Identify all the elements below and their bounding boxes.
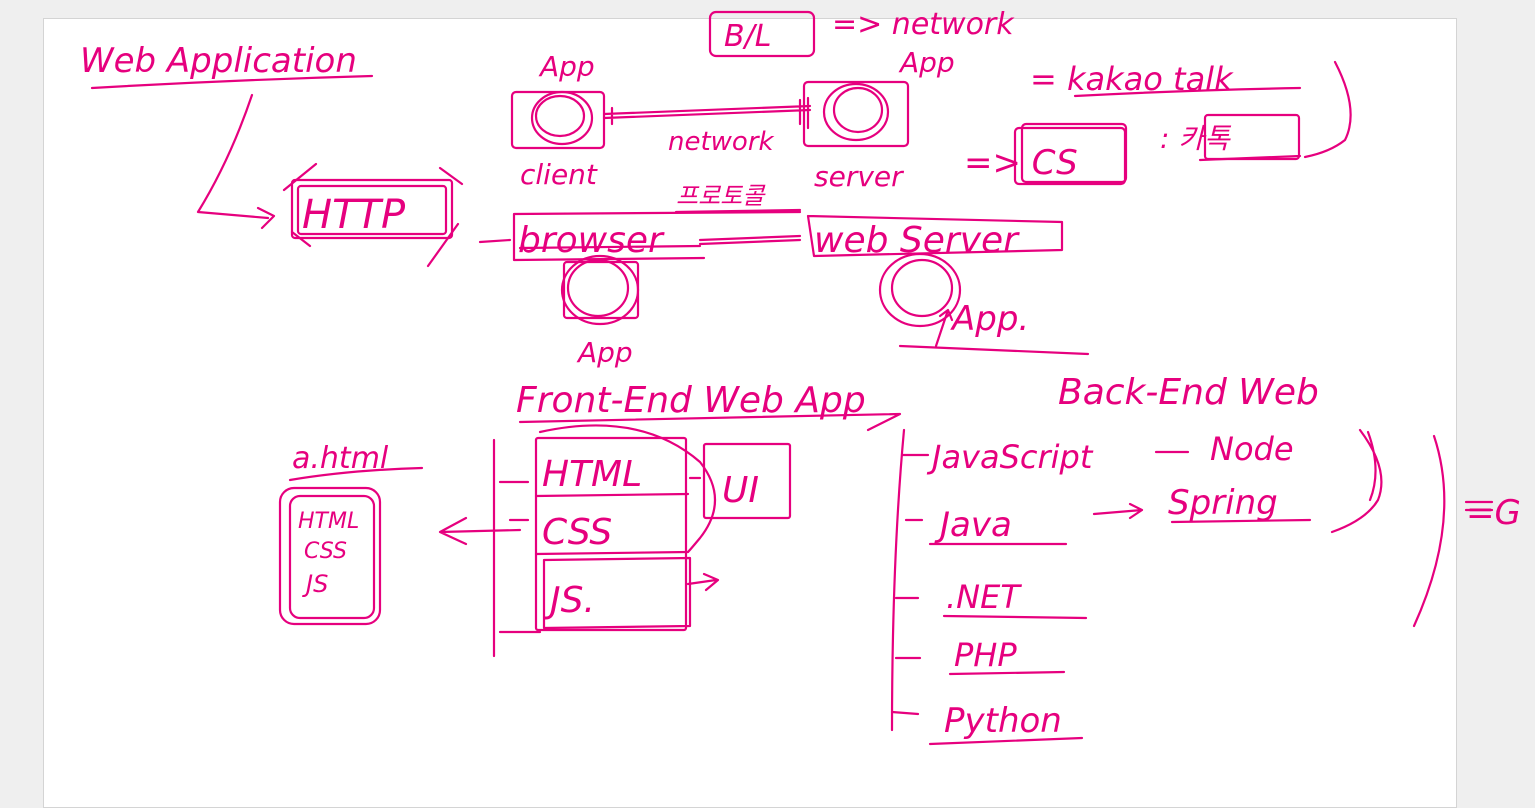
underline-front-end — [518, 412, 902, 432]
ui-circle — [538, 424, 717, 554]
browser-webserver-line — [698, 234, 802, 246]
ui-box — [702, 442, 792, 520]
label-ui: UI — [722, 470, 759, 511]
web-server-box — [806, 214, 1064, 258]
label-javascript: JavaScript — [926, 438, 1094, 476]
label-network-mid: network — [668, 127, 775, 157]
label-web-server: web Server — [814, 220, 1020, 261]
label-php: PHP — [954, 636, 1017, 674]
client-box — [510, 90, 606, 150]
http-box — [290, 178, 454, 240]
underline-app — [898, 344, 1090, 356]
browser-app-box — [562, 260, 640, 320]
server-box — [802, 80, 910, 148]
browser-app-circle-2 — [566, 258, 630, 318]
underline-dotnet — [942, 614, 1088, 620]
bl-box — [708, 10, 816, 58]
label-front-end: Front-End Web App — [516, 380, 866, 421]
label-stack-js: JS. — [544, 580, 595, 621]
label-dotnet: .NET — [946, 578, 1022, 616]
label-stack-css: CSS — [542, 512, 612, 553]
label-korean-protocol: 프로토콜 — [676, 182, 766, 210]
label-browser: browser — [518, 220, 665, 261]
label-python: Python — [944, 701, 1062, 741]
network-line — [602, 96, 812, 130]
underline-kakao — [1073, 86, 1302, 98]
label-file-js: JS — [302, 570, 328, 598]
label-file-html: HTML — [298, 509, 359, 534]
server-app-circle-2 — [890, 258, 954, 318]
underline-a-html — [288, 466, 424, 482]
label-server: server — [814, 160, 904, 193]
browser-app-circle — [560, 254, 640, 326]
arrow-java-spring — [1092, 502, 1144, 520]
arrow-app — [934, 308, 954, 348]
label-java: Java — [934, 505, 1012, 545]
cs-box-2 — [1020, 122, 1128, 184]
server-circle-2 — [832, 86, 884, 134]
label-spring: Spring — [1168, 483, 1278, 523]
server-app-circle — [878, 252, 962, 328]
label-app-server: App — [898, 46, 955, 79]
stack-box — [534, 436, 688, 632]
label-file-css: CSS — [304, 539, 347, 564]
underline-python — [928, 736, 1084, 746]
stack-dividers — [534, 492, 692, 630]
label-http: HTTP — [302, 192, 406, 238]
label-stack-html: HTML — [542, 454, 642, 495]
label-node: Node — [1210, 430, 1294, 468]
arrow-web-app-to-http — [196, 93, 276, 230]
dash-g — [1464, 500, 1494, 512]
file-box — [278, 486, 382, 626]
label-client: client — [520, 158, 598, 191]
label-app-client: App — [538, 50, 595, 83]
label-cs: => CS — [964, 143, 1078, 183]
client-circle — [530, 90, 594, 146]
browser-box — [478, 210, 802, 262]
back-end-bracket — [890, 428, 906, 732]
label-app-web-server: App. — [950, 299, 1029, 339]
label-kakao-talk: = kakao talk — [1030, 60, 1234, 98]
file-box-2 — [288, 494, 376, 620]
outer-bracket — [1412, 434, 1446, 628]
label-g-cut: =G — [1466, 493, 1521, 533]
bracket-kakao — [1303, 60, 1352, 159]
underline-web-application — [90, 74, 374, 90]
label-back-end: Back-End Web — [1058, 372, 1319, 413]
server-circle — [822, 82, 890, 142]
client-circle-2 — [534, 94, 586, 138]
arrow-to-file — [438, 516, 522, 546]
whiteboard-page[interactable] — [43, 18, 1457, 808]
stack-ticks — [498, 476, 720, 592]
label-web-application: Web Application — [80, 41, 357, 81]
underline-korean — [1198, 154, 1302, 162]
underline-php — [948, 670, 1066, 676]
label-network-top: => network — [832, 7, 1015, 42]
label-korean-kakao: : 카톡 — [1160, 122, 1232, 155]
bracket-node-spring — [1330, 428, 1383, 534]
label-app-browser: App — [576, 336, 633, 369]
stack-bracket — [492, 438, 542, 658]
back-end-ticks — [890, 453, 930, 716]
label-bl: B/L — [724, 19, 771, 54]
underline-spring — [1170, 518, 1312, 524]
http-box-2 — [296, 184, 448, 236]
http-box-corners — [282, 162, 464, 268]
label-a-html: a.html — [292, 441, 389, 476]
